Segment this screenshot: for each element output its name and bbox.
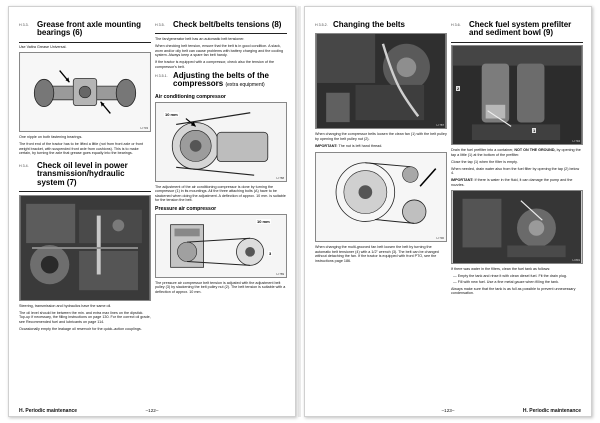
list-item: — Fill with new fuel. Use a fine metal g… [453,280,559,285]
section-text: The adjustment of the air conditioning c… [155,184,286,203]
section-text: If the tractor is equipped with a compre… [155,60,275,69]
figure-code: H 703 [140,126,148,131]
section-header: H 3.4. Check oil level in power transmis… [19,160,151,187]
subheading: Pressure air compressor [155,205,217,212]
section-text: One nipple on both fastening bearings. [19,135,83,140]
fan-belt-figure: H 790 [315,152,447,243]
fuel-filter-photo [452,46,582,145]
fan-belt-illustration [316,153,446,242]
section-number: H 3.5. [155,23,165,27]
page-number: –122– [145,408,159,413]
section-title-note: (extra equipment) [225,82,265,89]
section-header: H 3.5. Check belt/belts tensions (8) [155,20,287,29]
important-label: IMPORTANT: [315,143,338,148]
section-number: H 3.4. [19,163,29,168]
important-text: If there is water in the fluid, it can d… [451,178,573,187]
belt-change-photo: H 787 [315,33,447,130]
sediment-bowl-illustration [452,190,582,263]
right-column-b: H 3.6. Check fuel system prefilter and s… [451,20,583,298]
figure-code: H 794 [572,139,580,144]
section-header: H 3.5.1. Adjusting the belts of the comp… [155,71,287,90]
section-header: H 3.5.2. Changing the belts [315,20,447,29]
subheading: Air conditioning compressor [155,93,226,100]
figure-code: H 789 [276,271,284,276]
air-compressor-figure: 10 mm 3 H 789 [155,213,287,278]
important-note: IMPORTANT: The nut is left hand thread. [315,144,447,149]
sediment-bowl-photo: H 801 [451,189,583,264]
transmission-photo [20,195,150,300]
important-note: IMPORTANT: If there is water in the flui… [451,178,583,187]
manual-page-right: H 3.5.2. Changing the belts H 787 When c… [304,6,592,417]
section-text: The fan/generator belt has an automatic … [155,37,245,41]
section-title: Grease front axle mounting bearings (6) [37,20,142,38]
chapter-label: H. Periodic maintenance [19,408,78,414]
ac-compressor-figure: 10 mm H 788 [155,101,287,182]
section-text: Close the tap (1) when the filter is emp… [451,159,518,164]
figure-code: H 801 [572,257,580,262]
section-text: Occasionally empty the leakage oil reser… [19,326,142,331]
callout-label: 10 mm [256,218,271,224]
right-column-a: H 3.5.2. Changing the belts H 787 When c… [315,20,447,266]
section-title: Adjusting the belts of the compressors (… [173,71,287,90]
section-text: The oil level should be between the min.… [19,310,151,324]
section-title-text: Adjusting the belts of the compressors [173,71,269,89]
callout-label: 1 [532,128,537,134]
manual-page-left: H 3.3. Grease front axle mounting bearin… [8,6,296,417]
figure-code: H 787 [436,123,444,128]
section-number: H 3.6. [451,23,461,27]
section-text: Use Valtra Grease Universal. [19,45,67,50]
left-column-b: H 3.5. Check belt/belts tensions (8) The… [155,20,287,297]
text-part: Drain the fuel prefilter into a containe… [451,148,514,153]
section-text: If there was water in the filters, clean… [451,266,551,271]
callout-label: 10 mm [164,111,179,117]
figure-code: H 790 [436,236,444,241]
important-label: IMPORTANT: [451,178,474,183]
section-text: Always make sure that the tank is as ful… [451,286,576,296]
section-rule [19,41,151,43]
section-header: H 3.3. Grease front axle mounting bearin… [19,20,151,38]
section-number: H 3.3. [19,23,29,27]
chapter-label: H. Periodic maintenance [522,408,581,414]
section-title: Check fuel system prefilter and sediment… [469,20,572,38]
list-item: — Empty the tank and rinse it with clean… [453,273,567,278]
book-spine [298,6,301,417]
text-part: by opening the tap a little (1) at the b… [451,148,581,157]
section-rule [451,41,583,43]
section-number: H 3.5.1. [155,74,168,78]
callout-label: 3 [268,250,273,256]
section-title: Changing the belts [333,20,405,29]
section-text: When needed, drain water also from the f… [451,166,580,176]
section-text: When changing the multi-grooved fan belt… [315,245,439,263]
section-text: When checking belt tension, ensure that … [155,44,284,57]
front-axle-illustration [20,53,150,132]
section-text: When changing the compressor belts loose… [315,132,447,141]
important-text: The nut is left hand thread. [338,143,383,148]
left-column-a: H 3.3. Grease front axle mounting bearin… [19,20,151,334]
belt-engine-photo [316,34,446,129]
section-header: H 3.6. Check fuel system prefilter and s… [451,20,583,38]
section-title: Check oil level in power transmission/hy… [37,160,128,187]
ac-compressor-illustration [156,102,286,181]
hydraulic-dipstick-figure [19,194,151,301]
page-number: –123– [441,408,455,413]
section-number: H 3.5.2. [315,23,328,27]
section-text: The pressure air compressor belt tension… [155,280,286,294]
section-rule [19,191,151,192]
front-axle-figure: H 703 [19,52,151,133]
section-text: The front end of the tractor has to be l… [19,142,144,156]
section-rule [155,33,287,34]
fuel-prefilter-photo: 2 1 H 794 [451,45,583,146]
emphasis: NOT ON THE GROUND, [514,148,556,153]
section-text: Steering, transmission and hydraulics ha… [19,303,112,308]
section-text: Drain the fuel prefilter into a containe… [451,148,583,157]
section-title: Check belt/belts tensions (8) [173,20,282,29]
callout-label: 2 [456,86,461,92]
air-compressor-illustration [157,214,285,277]
figure-code: H 788 [276,175,284,180]
